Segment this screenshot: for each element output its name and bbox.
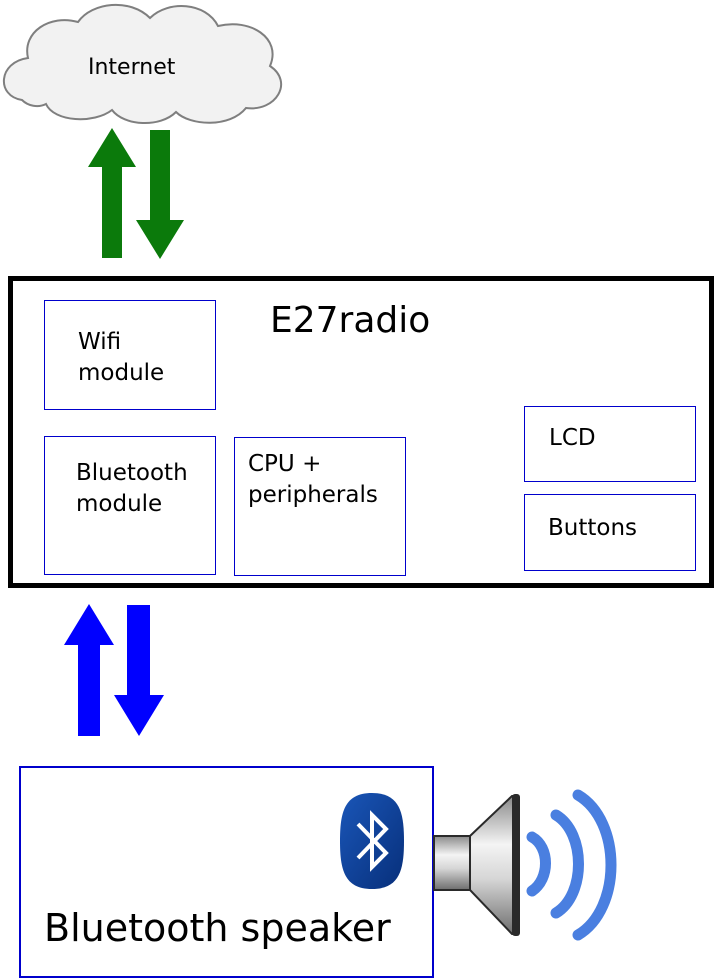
internet-cloud <box>3 4 283 125</box>
bluetooth-icon <box>340 793 404 889</box>
green-up-arrow-icon <box>88 128 136 258</box>
green-down-arrow-icon <box>136 130 184 259</box>
speaker-icon <box>433 794 520 936</box>
lcd-label: LCD <box>549 425 596 451</box>
lcd-box <box>524 406 696 482</box>
wifi-module-box <box>44 300 216 410</box>
sound-waves-icon <box>526 789 617 941</box>
bluetooth-speaker-label: Bluetooth speaker <box>44 906 391 950</box>
bluetooth-module-box <box>44 436 216 575</box>
wifi-module-label: Wifi module <box>78 329 165 386</box>
internet-label: Internet <box>88 55 176 80</box>
cpu-box <box>234 437 406 576</box>
cpu-label: CPU + peripherals <box>248 451 378 508</box>
buttons-box <box>524 494 696 571</box>
buttons-label: Buttons <box>548 515 638 541</box>
e27radio-title: E27radio <box>270 300 431 341</box>
bluetooth-module-label: Bluetooth module <box>76 460 188 517</box>
blue-up-arrow-icon <box>64 604 114 736</box>
blue-down-arrow-icon <box>114 605 164 736</box>
